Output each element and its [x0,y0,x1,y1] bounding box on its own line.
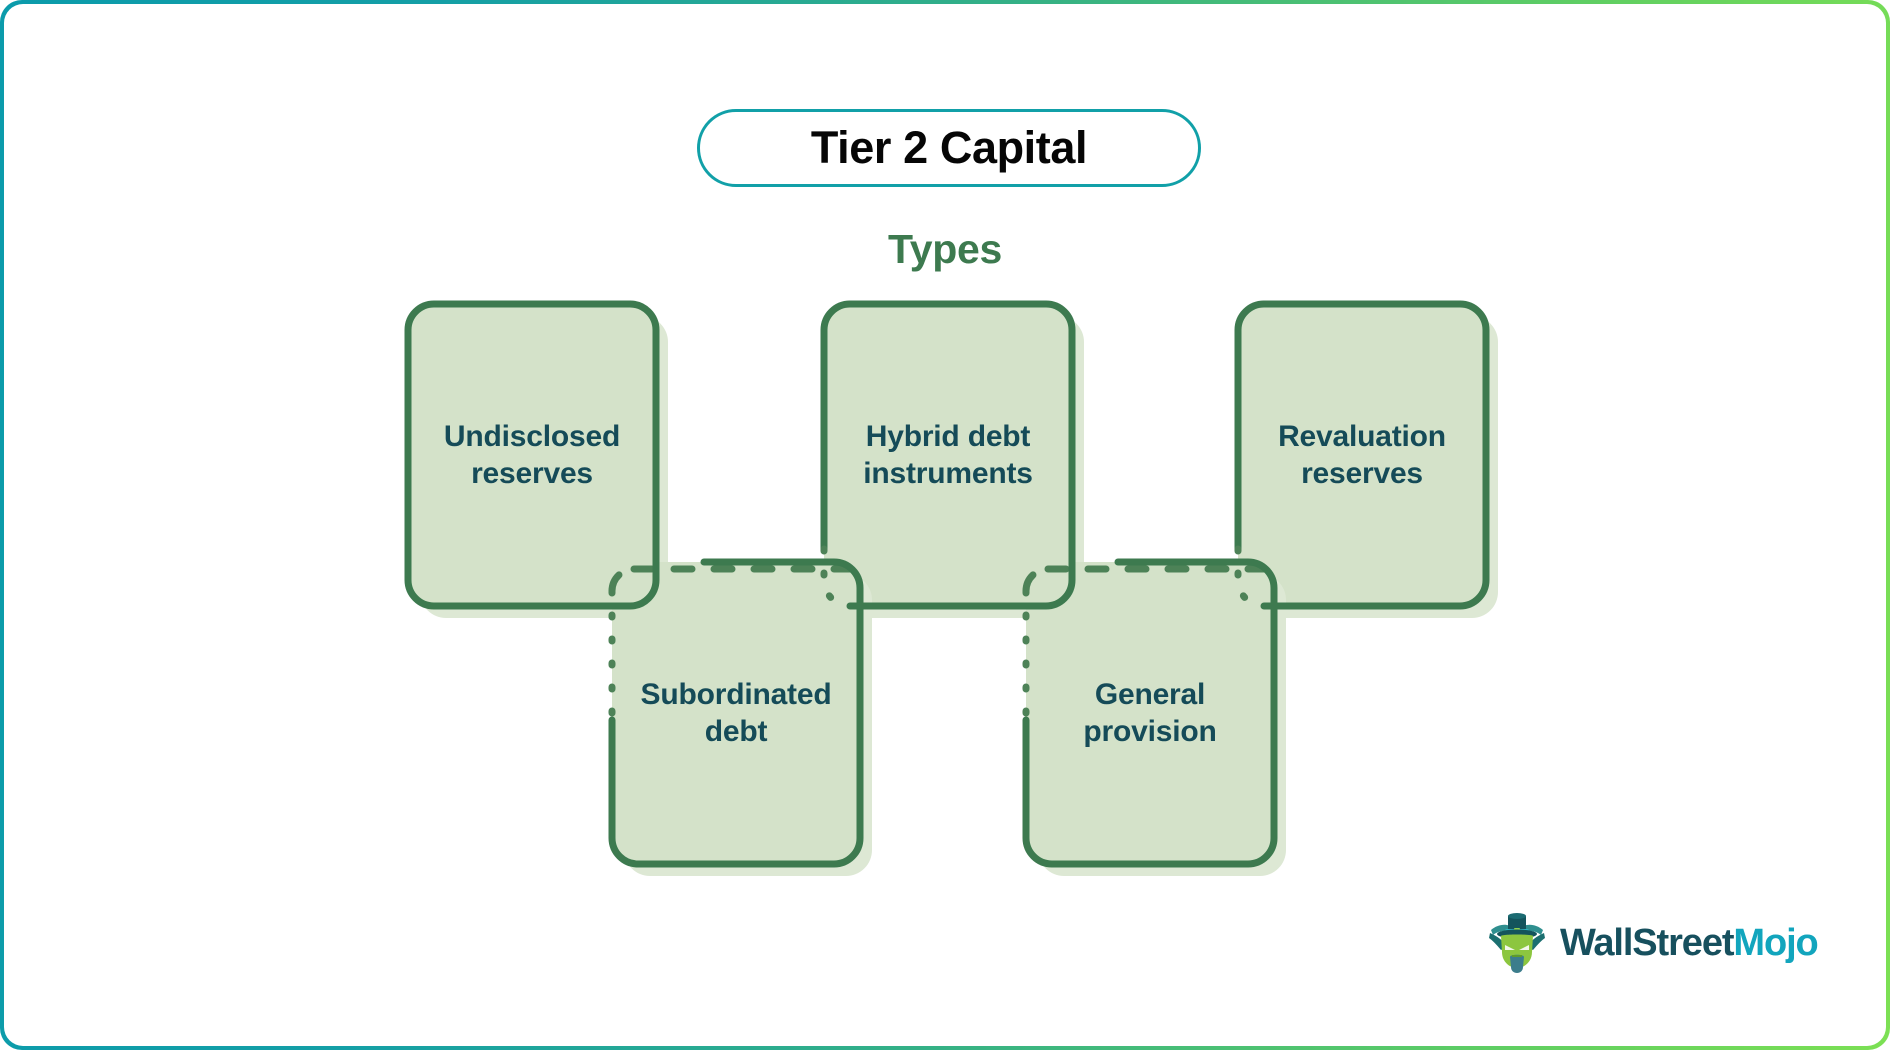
page-subtitle: Types [888,226,1002,272]
brand-logo: WallStreetMojo [1488,912,1819,974]
page-title-pill: Tier 2 Capital [697,109,1201,187]
page-canvas: Tier 2 Capital Types .solid{fil [4,4,1886,1046]
outline-general-provision [1022,565,1268,724]
brand-name-part1: WallStreet [1560,921,1735,964]
outline-subordinated-debt [608,565,854,724]
outline-subordinated-debt-front [608,558,864,868]
card-fill-revaluation-reserves [1238,304,1486,606]
brand-name-part2: Mojo [1733,921,1818,964]
card-fill-subordinated-debt [612,562,860,864]
card-fill-undisclosed-reserves [408,304,656,606]
outline-hybrid-debt-instruments [820,300,1076,610]
outline-undisclosed-reserves [404,300,660,610]
bull-with-top-hat-logo-icon [1489,913,1545,973]
outline-revaluation-reserves [1234,300,1490,610]
page-title: Tier 2 Capital [810,122,1088,173]
card-fill-general-provision [1026,562,1274,864]
outline-general-provision-front [1022,558,1278,868]
card-outlines: .solid{fill:none;stroke:#3d7a4f;stroke-w… [404,300,1490,868]
card-fill-hybrid-debt-instruments [824,304,1072,606]
types-diagram: .solid{fill:none;stroke:#3d7a4f;stroke-w… [4,4,1886,1046]
brand-wordmark: WallStreetMojo [1560,921,1819,965]
